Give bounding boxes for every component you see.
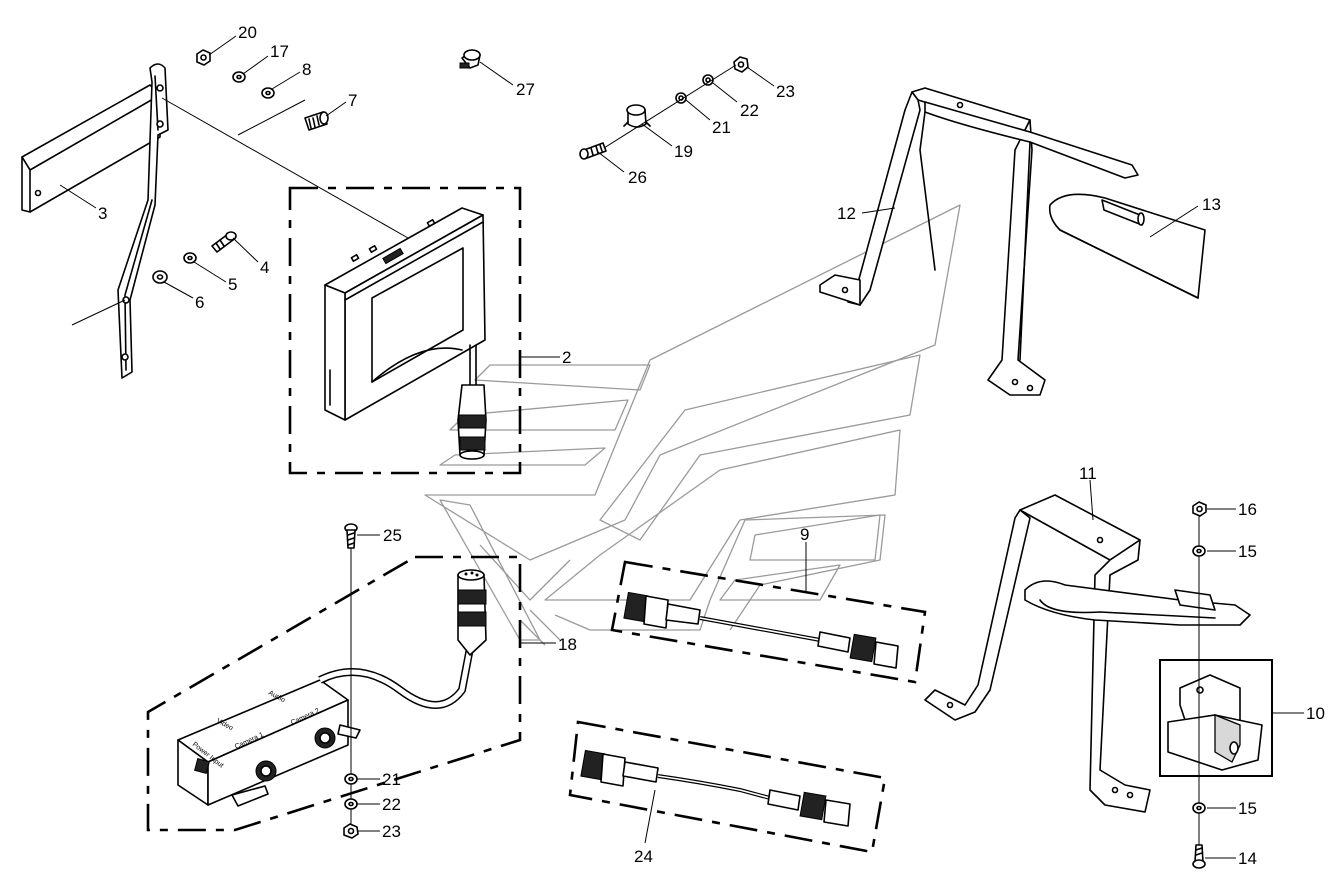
nut-part-20 [196,49,211,66]
control-box-part-18: Video Audio Camera 1 Camera 2 Power Inpu… [177,679,361,807]
leader-line-clamp-19 [603,64,737,149]
nut-part-23-bottom [343,823,359,839]
callout-10: 10 [1306,704,1325,723]
callout-21-bottom: 21 [382,770,401,789]
bracket-part-3 [21,63,169,379]
washer-part-17 [232,71,246,83]
callout-15-top: 15 [1238,542,1257,561]
callout-14: 14 [1238,849,1257,868]
cable-9-group-box [610,560,927,684]
leader-lines [59,35,1304,859]
bolt-part-7 [304,111,329,131]
frame-part-12 [819,87,1139,396]
callout-23-top: 23 [776,82,795,101]
leader-line-bracket [71,299,126,326]
callout-4: 4 [260,258,269,277]
callout-25: 25 [383,526,402,545]
washer-part-22-top [702,74,714,86]
callout-17: 17 [270,42,289,61]
washer-part-5 [183,252,197,264]
monitor-part-2 [324,207,487,460]
callout-19: 19 [674,142,693,161]
nut-part-16 [1192,501,1207,517]
washer-part-22-bottom [344,798,358,810]
leader-line-bolt-7 [237,99,306,136]
callout-15-bottom: 15 [1238,799,1257,818]
callout-22-top: 22 [740,101,759,120]
vehicle-ghost-outline [424,204,961,646]
callout-18: 18 [558,635,577,654]
callout-3: 3 [98,204,107,223]
clamp-part-27 [459,49,481,69]
callout-24: 24 [634,847,653,866]
callout-8: 8 [302,60,311,79]
callout-2: 2 [562,348,571,367]
cable-24-group-box [568,720,887,854]
washer-part-15-bottom [1192,802,1206,814]
frame-part-11 [924,494,1251,813]
cable-part-24 [580,749,851,827]
leader-line-cable-24 [644,789,656,844]
callout-16: 16 [1238,500,1257,519]
mount-10-box [1159,659,1273,777]
callout-5: 5 [228,275,237,294]
cable-part-9 [623,591,899,669]
callout-6: 6 [195,293,204,312]
washer-part-15-top [1192,545,1206,557]
monitor-group-box [288,186,522,475]
washer-part-8 [261,87,275,99]
callout-11: 11 [1079,464,1097,483]
callout-27: 27 [516,80,535,99]
sunshade-part-13 [1048,193,1206,299]
callout-labels: 2 3 4 5 6 7 8 9 10 11 12 13 14 15 15 16 … [98,23,1325,868]
control-box-group-box [146,555,522,832]
callout-20: 20 [238,23,257,42]
nut-part-23-top [733,56,749,73]
callout-26: 26 [628,168,647,187]
callout-21-top: 21 [712,118,731,137]
control-box-connector [457,569,487,656]
washer-part-6 [152,270,168,284]
leader-line-bracket-monitor [161,97,409,239]
callout-23-bottom: 23 [382,822,401,841]
bolt-part-4 [211,231,237,253]
callout-7: 7 [348,91,357,110]
washer-part-21-top [675,92,687,104]
washer-part-21-bottom [344,773,358,785]
callout-9: 9 [800,525,809,544]
bolt-part-14 [1192,844,1206,869]
mount-part-10 [1167,674,1263,771]
clamp-part-19 [623,104,651,128]
screw-part-25 [344,523,358,549]
screw-part-26 [579,142,607,160]
callout-13: 13 [1202,195,1221,214]
callout-12: 12 [837,204,856,223]
callout-22-bottom: 22 [382,795,401,814]
